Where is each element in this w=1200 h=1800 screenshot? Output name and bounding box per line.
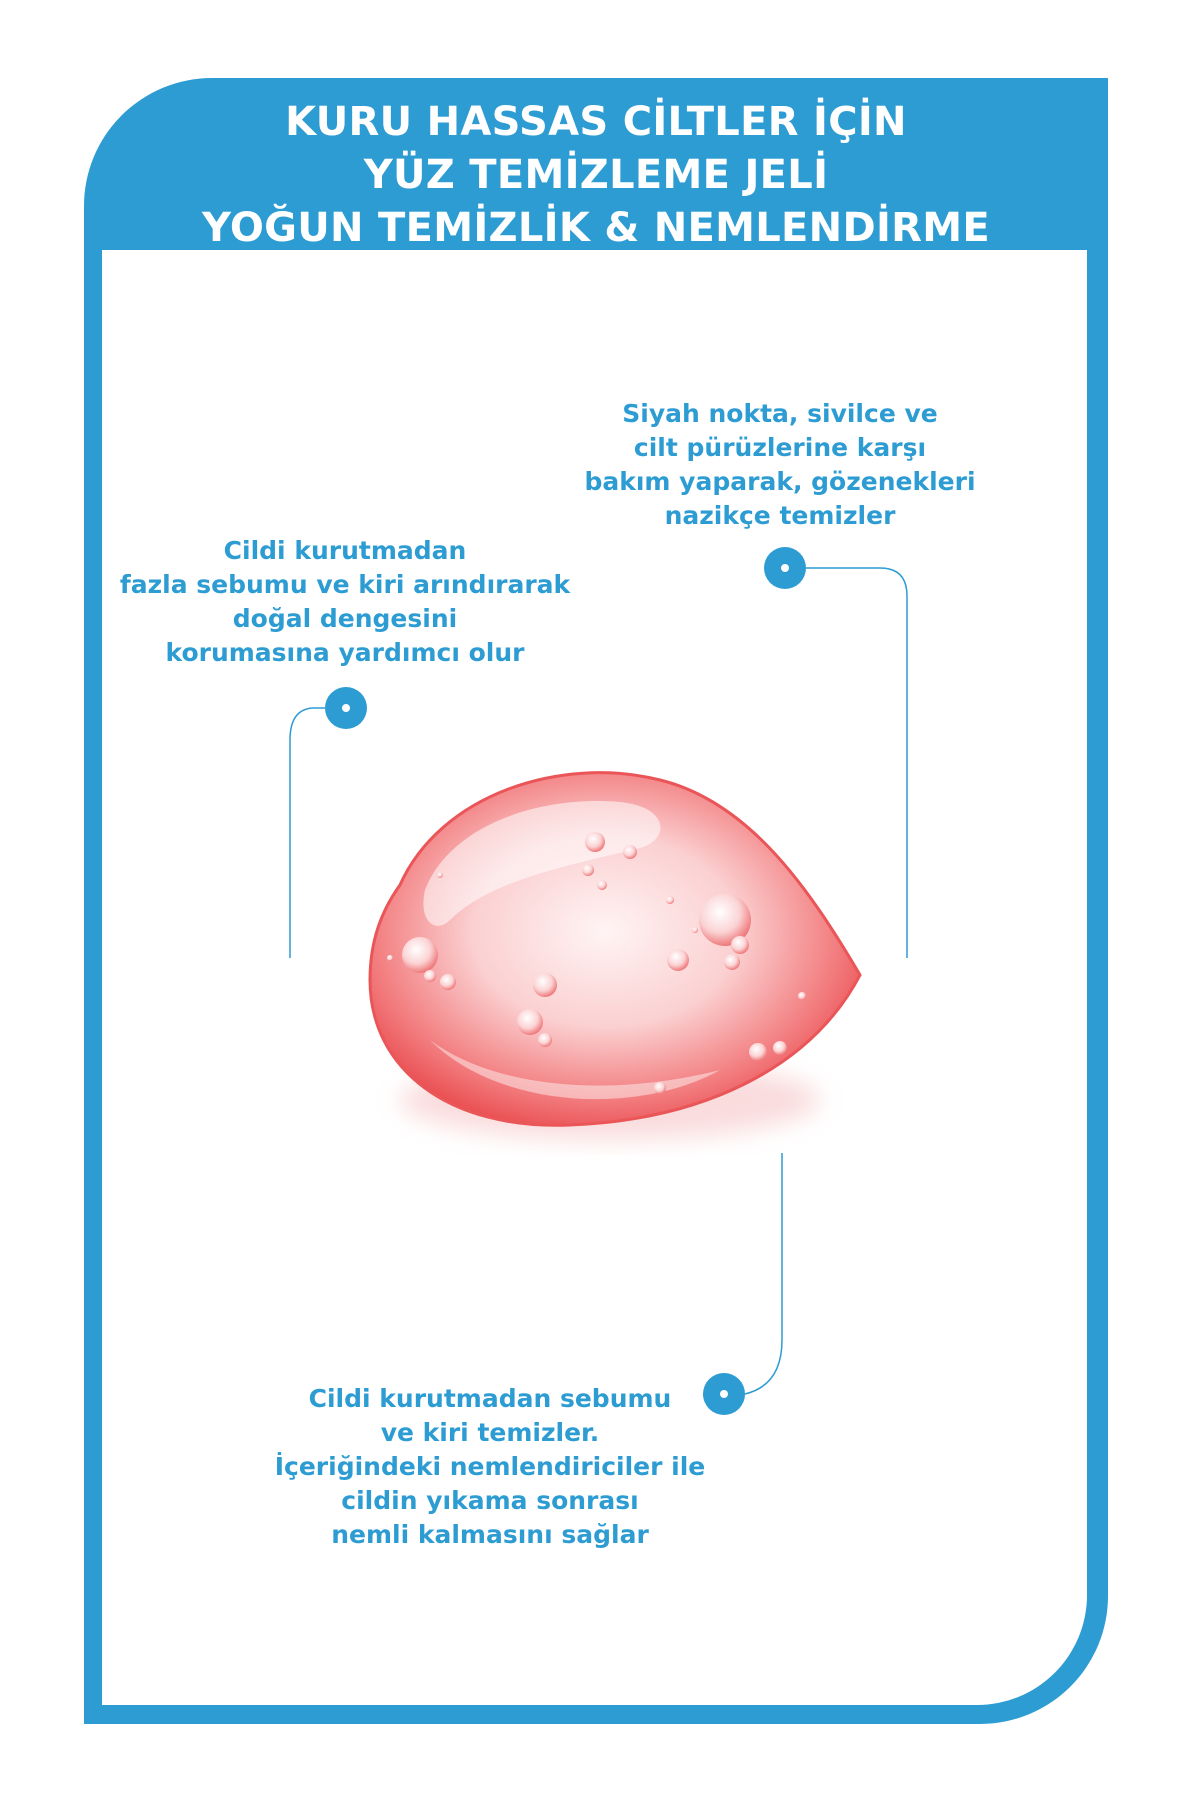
- callout-line: İçeriğindeki nemlendiriciler ile: [274, 1452, 706, 1481]
- dot-marker-icon: [764, 547, 806, 589]
- title-line-2: YÜZ TEMİZLEME JELİ: [363, 152, 829, 198]
- callout-line: bakım yaparak, gözenekleri: [584, 467, 976, 496]
- callout-pores: Siyah nokta, sivilce ve cilt pürüzlerine…: [560, 397, 1000, 533]
- callout-moisture: Cildi kurutmadan sebumu ve kiri temizler…: [255, 1382, 725, 1552]
- callout-line: Cildi kurutmadan sebumu: [308, 1384, 672, 1413]
- dot-marker-icon: [703, 1373, 745, 1415]
- callout-line: nemli kalmasını sağlar: [331, 1520, 649, 1549]
- connector-line-1: [806, 567, 908, 958]
- callout-line: cildin yıkama sonrası: [341, 1486, 639, 1515]
- connector-line-2: [289, 707, 325, 958]
- title-line-1: KURU HASSAS CİLTLER İÇİN: [285, 99, 907, 145]
- callout-line: korumasına yardımcı olur: [165, 638, 525, 667]
- callout-line: Siyah nokta, sivilce ve: [622, 399, 938, 428]
- callout-line: doğal dengesini: [232, 604, 458, 633]
- dot-marker-icon: [325, 687, 367, 729]
- callout-line: ve kiri temizler.: [380, 1418, 600, 1447]
- callout-line: cilt pürüzlerine karşı: [633, 433, 927, 462]
- gel-drop-icon: [368, 771, 862, 1140]
- callout-line: nazikçe temizler: [664, 501, 896, 530]
- callout-line: fazla sebumu ve kiri arındırarak: [119, 570, 571, 599]
- connector-line-3: [744, 1153, 783, 1395]
- callout-balance: Cildi kurutmadan fazla sebumu ve kiri ar…: [105, 534, 585, 670]
- callout-line: Cildi kurutmadan: [223, 536, 467, 565]
- title-line-3: YOĞUN TEMİZLİK & NEMLENDİRME: [202, 205, 990, 251]
- page-title: KURU HASSAS CİLTLER İÇİN YÜZ TEMİZLEME J…: [84, 96, 1108, 255]
